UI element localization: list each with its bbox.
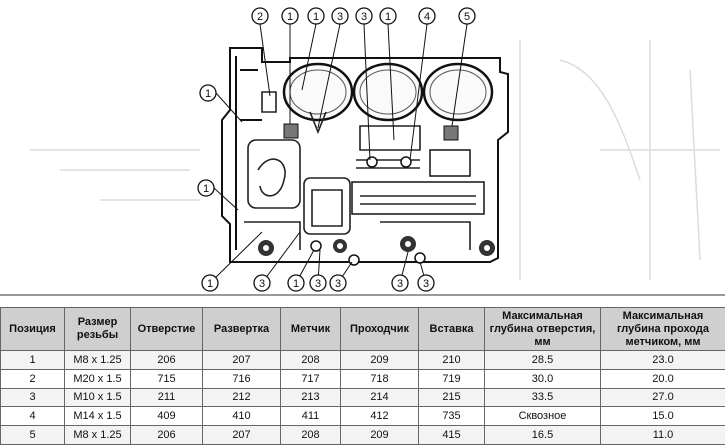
cell: 15.0 xyxy=(600,406,725,427)
header-drill: Проходчик xyxy=(340,307,419,351)
header-reamer: Развертка xyxy=(202,307,281,351)
callout-label: 3 xyxy=(397,278,403,290)
cell: M8 x 1.25 xyxy=(64,350,131,370)
callout-label: 3 xyxy=(315,278,321,290)
cell: 208 xyxy=(280,350,341,370)
block-outline xyxy=(221,47,509,263)
callout-label: 2 xyxy=(257,11,263,23)
cell: 209 xyxy=(340,425,419,445)
cell: 215 xyxy=(418,387,485,408)
callout-label: 3 xyxy=(335,278,341,290)
cell: 410 xyxy=(202,406,281,427)
header-max-hole-depth: Максимальная глубина отверстия, мм xyxy=(484,307,601,351)
cell: 207 xyxy=(202,425,281,445)
callout-label: 1 xyxy=(207,278,213,290)
block-details xyxy=(244,91,485,250)
cell: 212 xyxy=(202,387,281,408)
callout-label: 3 xyxy=(337,11,343,23)
cell: 214 xyxy=(340,387,419,408)
callout-label: 1 xyxy=(293,278,299,290)
cell: M14 x 1.5 xyxy=(64,406,131,427)
cell: 20.0 xyxy=(600,368,725,389)
cell: 2 xyxy=(0,368,65,389)
cell: 27.0 xyxy=(600,387,725,408)
cell: M10 x 1.5 xyxy=(64,387,131,408)
callout-label: 5 xyxy=(464,11,470,23)
cell: 208 xyxy=(280,425,341,445)
callout-label: 1 xyxy=(385,11,391,23)
table-header-row: Позиция Размер резьбы Отверстие Развертк… xyxy=(0,307,725,351)
cell: 415 xyxy=(418,425,485,445)
cell: 412 xyxy=(340,406,419,427)
cell: 735 xyxy=(418,406,485,427)
cell: 11.0 xyxy=(600,425,725,445)
callout-label: 1 xyxy=(287,11,293,23)
cell: 718 xyxy=(340,368,419,389)
header-insert: Вставка xyxy=(418,307,485,351)
header-max-tap-depth: Максимальная глубина прохода метчиком, м… xyxy=(600,307,725,351)
table-row: 3 M10 x 1.5 211 212 213 214 215 33.5 27.… xyxy=(0,387,725,408)
table-row: 4 M14 x 1.5 409 410 411 412 735 Сквозное… xyxy=(0,406,725,427)
cell: 207 xyxy=(202,350,281,370)
cell: 4 xyxy=(0,406,65,427)
cell: 409 xyxy=(130,406,203,427)
cell: 206 xyxy=(130,425,203,445)
cell: 5 xyxy=(0,425,65,445)
cell: Сквозное xyxy=(484,406,601,427)
cell: 715 xyxy=(130,368,203,389)
cell: 716 xyxy=(202,368,281,389)
cell: 411 xyxy=(280,406,341,427)
header-position: Позиция xyxy=(0,307,65,351)
cylinder-bores xyxy=(282,62,494,122)
cell: M8 x 1.25 xyxy=(64,425,131,445)
engine-block-drawing: 2 1 1 3 3 1 4 5 1 1 1 3 1 3 3 3 3 xyxy=(30,7,720,292)
table-row: 2 M20 x 1.5 715 716 717 718 719 30.0 20.… xyxy=(0,368,725,389)
cell: 213 xyxy=(280,387,341,408)
cell: 1 xyxy=(0,350,65,370)
section-divider xyxy=(0,294,725,296)
cell: 3 xyxy=(0,387,65,408)
cell: 206 xyxy=(130,350,203,370)
callout-label: 3 xyxy=(361,11,367,23)
cell: 211 xyxy=(130,387,203,408)
callout-label: 1 xyxy=(203,183,209,195)
callout-label: 4 xyxy=(424,11,430,23)
background-ghost-lines xyxy=(30,40,720,280)
callout-label: 1 xyxy=(205,88,211,100)
cell: 28.5 xyxy=(484,350,601,370)
callout-label: 1 xyxy=(313,11,319,23)
table-row: 5 M8 x 1.25 206 207 208 209 415 16.5 11.… xyxy=(0,425,725,445)
header-hole: Отверстие xyxy=(130,307,203,351)
cell: 719 xyxy=(418,368,485,389)
header-tap: Метчик xyxy=(280,307,341,351)
cell: 16.5 xyxy=(484,425,601,445)
table-row: 1 M8 x 1.25 206 207 208 209 210 28.5 23.… xyxy=(0,350,725,370)
header-thread-size: Размер резьбы xyxy=(64,307,131,351)
callout-label: 3 xyxy=(259,278,265,290)
hole-markers xyxy=(258,123,495,266)
cell: 33.5 xyxy=(484,387,601,408)
cell: 717 xyxy=(280,368,341,389)
cell: 209 xyxy=(340,350,419,370)
leader-lines xyxy=(209,23,468,284)
cell: 30.0 xyxy=(484,368,601,389)
cell: 210 xyxy=(418,350,485,370)
callout-label: 3 xyxy=(423,278,429,290)
thread-repair-table: Позиция Размер резьбы Отверстие Развертк… xyxy=(0,307,725,445)
cell: M20 x 1.5 xyxy=(64,368,131,389)
cell: 23.0 xyxy=(600,350,725,370)
